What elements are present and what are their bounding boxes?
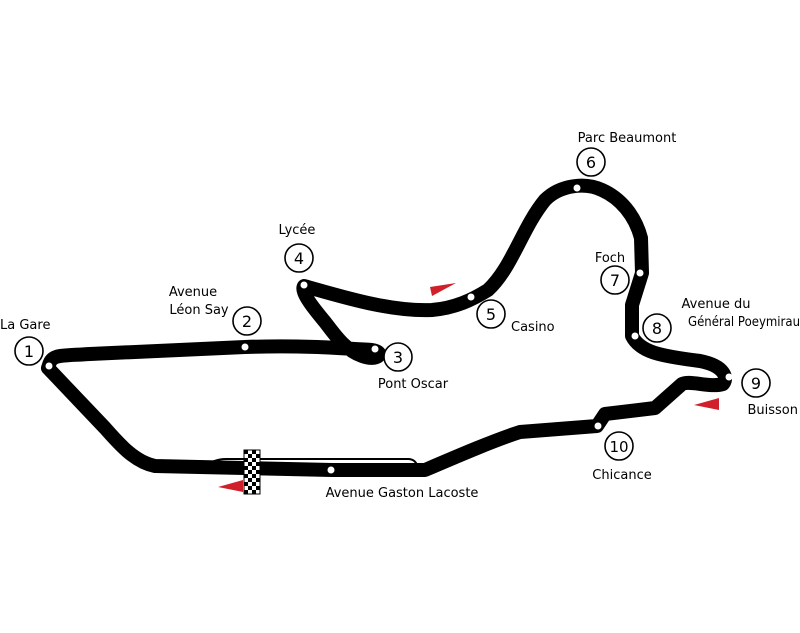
corner-3: 3	[383, 342, 413, 372]
corner-name: Foch	[595, 251, 625, 266]
corner-name: Avenue du	[682, 297, 751, 312]
straight-dot	[327, 466, 335, 474]
corner-dot	[45, 362, 53, 370]
corner-number: 3	[393, 348, 403, 367]
corner-number: 2	[242, 312, 252, 331]
corner-dot	[300, 281, 308, 289]
corner-number: 10	[609, 438, 628, 456]
corner-4: 4	[284, 243, 314, 273]
corner-name: Lycée	[279, 223, 316, 238]
corner-number: 8	[652, 319, 662, 338]
corner-dot	[631, 332, 639, 340]
corner-dot	[725, 373, 733, 381]
direction-arrow-icon	[430, 283, 456, 296]
corner-number: 4	[294, 249, 304, 268]
corner-dot	[467, 293, 475, 301]
corner-number: 5	[486, 305, 496, 324]
corner-dot	[371, 345, 379, 353]
corner-8: 8	[642, 313, 672, 343]
corner-markers	[45, 184, 733, 474]
corner-number: 6	[586, 153, 596, 172]
direction-arrow-icon	[694, 398, 719, 410]
corner-7: 7	[600, 265, 630, 295]
corner-name: Léon Say	[169, 303, 229, 318]
corner-dot	[573, 184, 581, 192]
corner-name: Parc Beaumont	[578, 131, 677, 146]
corner-name: La Gare	[0, 318, 50, 333]
corner-6: 6	[576, 147, 606, 177]
corner-dot	[636, 269, 644, 277]
corner-number: 9	[751, 374, 761, 393]
corner-1: 1	[14, 336, 44, 366]
corner-number: 1	[24, 342, 34, 361]
corner-name: Buisson	[747, 403, 798, 418]
corner-9: 9	[741, 368, 771, 398]
corner-2: 2	[232, 306, 262, 336]
corner-name: Général Poeymirau	[688, 315, 800, 330]
straight-name: Avenue Gaston Lacoste	[326, 486, 479, 501]
direction-arrow-icon	[218, 480, 243, 492]
corner-number: 7	[610, 271, 620, 290]
corner-name: Casino	[511, 320, 555, 335]
corner-dot	[241, 343, 249, 351]
corner-name: Chicance	[592, 468, 651, 483]
start-finish-line	[243, 449, 261, 495]
corner-name: Avenue	[169, 285, 217, 300]
corner-10: 10	[604, 431, 634, 461]
corner-dot	[594, 422, 602, 430]
track-outline	[41, 178, 732, 477]
corner-name: Pont Oscar	[378, 377, 449, 392]
corner-5: 5	[476, 299, 506, 329]
